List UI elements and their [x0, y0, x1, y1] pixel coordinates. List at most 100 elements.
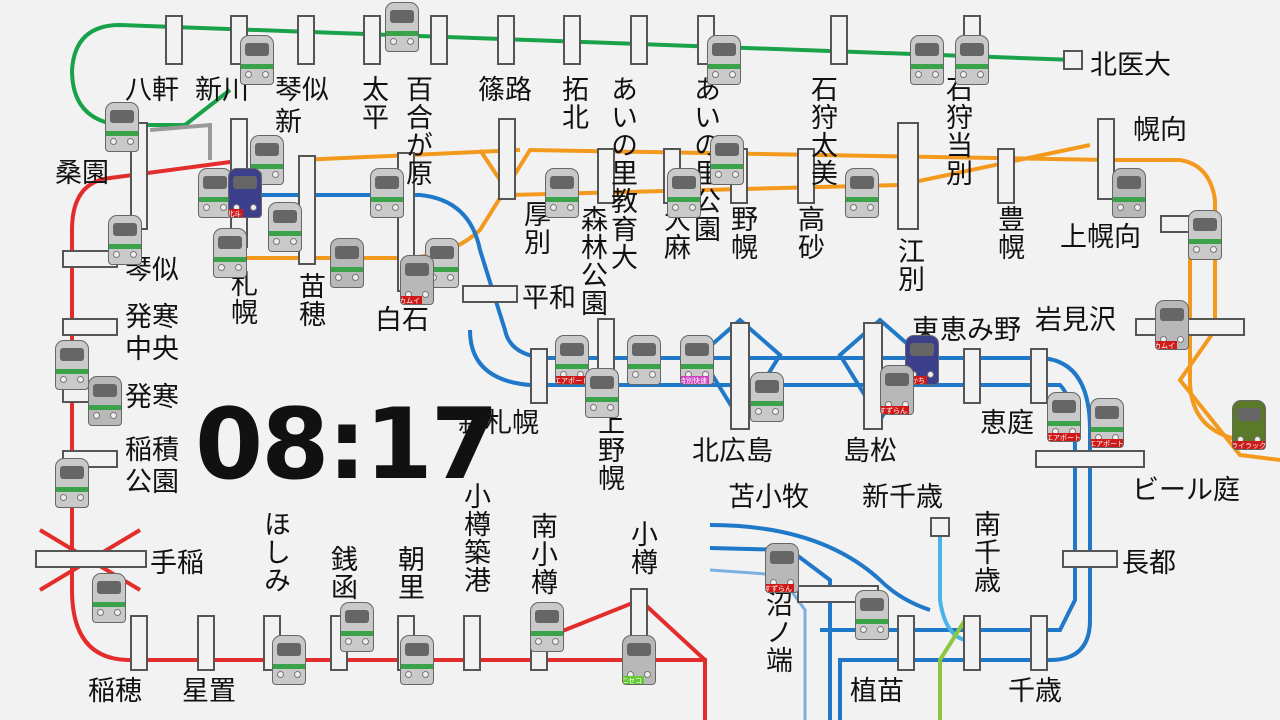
label-ishikari-futomi: 石狩太美 [806, 75, 837, 187]
train-icon[interactable] [88, 376, 122, 426]
train-icon-lilac[interactable]: ライラック [1232, 400, 1266, 450]
train-icon[interactable] [545, 168, 579, 218]
train-icon-suzuran-2[interactable]: すずらん [765, 543, 799, 593]
label-minami-chitose: 南千歳 [969, 510, 1000, 594]
train-icon[interactable] [385, 2, 419, 52]
station-marker-sapporo-beer-teien[interactable] [1035, 450, 1145, 468]
iwamizawa-branch [1188, 240, 1241, 442]
train-icon[interactable] [585, 368, 619, 418]
label-otaru: 小樽 [626, 520, 657, 576]
train-icon[interactable] [750, 372, 784, 422]
train-tag-lilac: ライラック [1233, 441, 1265, 449]
label-ishikari-tobetsu: 石狩当別 [941, 75, 972, 187]
train-icon[interactable] [1188, 210, 1222, 260]
station-marker-toyohoro[interactable] [997, 148, 1015, 204]
current-time-clock: 08:17 [195, 388, 499, 502]
station-marker-uenae[interactable] [897, 615, 915, 671]
train-icon[interactable] [400, 635, 434, 685]
station-marker-hokkaido-iryodaigaku[interactable] [1063, 50, 1083, 70]
station-marker-minami-chitose[interactable] [963, 615, 981, 671]
station-marker-eniwa[interactable] [1030, 348, 1048, 404]
station-marker-hoshioki[interactable] [197, 615, 215, 671]
train-icon[interactable] [955, 35, 989, 85]
station-marker-shin-kotoni[interactable] [297, 15, 315, 65]
station-marker-hassamu-chuo[interactable] [62, 318, 118, 336]
train-icon[interactable] [530, 602, 564, 652]
label-shinoro: 篠路 [478, 75, 532, 106]
station-marker-hachiken[interactable] [165, 15, 183, 65]
station-marker-ishikari-futomi[interactable] [830, 15, 848, 65]
train-icon[interactable] [627, 335, 661, 385]
station-marker-shinoro[interactable] [497, 15, 515, 65]
train-icon-kamui-2[interactable]: カムイ [1155, 300, 1189, 350]
train-icon-tokubetsu-kaisoku[interactable]: 特別快速 [680, 335, 714, 385]
train-tag-airport-2: エアポート [1048, 433, 1080, 441]
station-marker-iwamizawa[interactable] [1135, 318, 1245, 336]
train-icon-airport[interactable]: エアポート [555, 335, 589, 385]
station-marker-shin-chitose-kuko[interactable] [930, 517, 950, 537]
station-marker-kitahiroshima[interactable] [730, 322, 750, 430]
station-marker-osatsu[interactable] [1062, 550, 1118, 568]
train-icon[interactable] [845, 168, 879, 218]
station-marker-taihei[interactable] [363, 15, 381, 65]
station-marker-ebetsu[interactable] [897, 122, 919, 230]
train-icon-hokuto[interactable]: 北斗 [228, 168, 262, 218]
label-nopporo: 野幌 [726, 205, 757, 261]
label-soen: 桑園 [55, 158, 109, 189]
train-icon[interactable] [198, 168, 232, 218]
label-shin-sapporo: 新札幌 [458, 408, 539, 439]
train-icon[interactable] [55, 340, 89, 390]
station-marker-megumino[interactable] [963, 348, 981, 404]
train-icon-niseko[interactable]: ニセコ [622, 635, 656, 685]
station-marker-otaru-chikko[interactable] [463, 615, 481, 671]
train-tag-tokubetsu-kaisoku: 特別快速 [681, 376, 709, 384]
station-marker-horomui[interactable] [1097, 118, 1115, 200]
train-icon[interactable] [340, 602, 374, 652]
label-naebo: 苗穂 [294, 272, 325, 328]
station-marker-chitose[interactable] [1030, 615, 1048, 671]
train-icon[interactable] [105, 102, 139, 152]
label-hassamu: 発寒 [125, 382, 179, 413]
train-icon[interactable] [55, 458, 89, 508]
train-icon[interactable] [92, 573, 126, 623]
train-icon[interactable] [1112, 168, 1146, 218]
label-teine: 手稲 [150, 548, 204, 579]
train-icon[interactable] [667, 168, 701, 218]
train-icon[interactable] [330, 238, 364, 288]
station-marker-teine[interactable] [35, 550, 147, 568]
train-icon-kamui[interactable]: カムイ [400, 255, 434, 305]
label-takasago: 高砂 [793, 205, 824, 261]
label-sapporo: 札幌 [226, 270, 257, 326]
train-icon[interactable] [240, 35, 274, 85]
train-icon[interactable] [707, 35, 741, 85]
train-icon[interactable] [855, 590, 889, 640]
station-marker-shin-sapporo[interactable] [530, 348, 548, 404]
train-icon[interactable] [268, 202, 302, 252]
station-marker-takuhoku[interactable] [563, 15, 581, 65]
station-marker-shinrinkoen[interactable] [597, 148, 615, 204]
train-icon[interactable] [272, 635, 306, 685]
station-marker-inaho[interactable] [130, 615, 148, 671]
train-icon-airport-3[interactable]: エアポート [1090, 398, 1124, 448]
train-icon-airport-2[interactable]: エアポート [1047, 392, 1081, 442]
train-icon[interactable] [710, 135, 744, 185]
train-tag-tokachi: とかち [906, 376, 927, 384]
train-icon[interactable] [370, 168, 404, 218]
station-marker-atsubetsu[interactable] [498, 118, 516, 200]
label-shimamatsu: 島松 [843, 436, 897, 467]
label-shin-chitose-kuko: 新千歳 [862, 482, 943, 513]
train-tag-kamui-2: カムイ [1156, 341, 1177, 349]
label-iwamizawa: 岩見沢 [1035, 305, 1116, 336]
train-icon[interactable] [108, 215, 142, 265]
train-icon[interactable] [910, 35, 944, 85]
label-yurigahara: 百合が原 [401, 75, 432, 187]
station-marker-takasago[interactable] [797, 148, 815, 204]
sassho-branch [149, 122, 212, 160]
station-marker-heiwa[interactable] [462, 285, 518, 303]
station-marker-ainosato-kyoikudai[interactable] [630, 15, 648, 65]
train-tag-suzuran-2: すずらん [766, 584, 794, 592]
station-marker-yurigahara[interactable] [430, 15, 448, 65]
train-icon-suzuran[interactable]: すずらん [880, 365, 914, 415]
train-icon[interactable] [213, 228, 247, 278]
